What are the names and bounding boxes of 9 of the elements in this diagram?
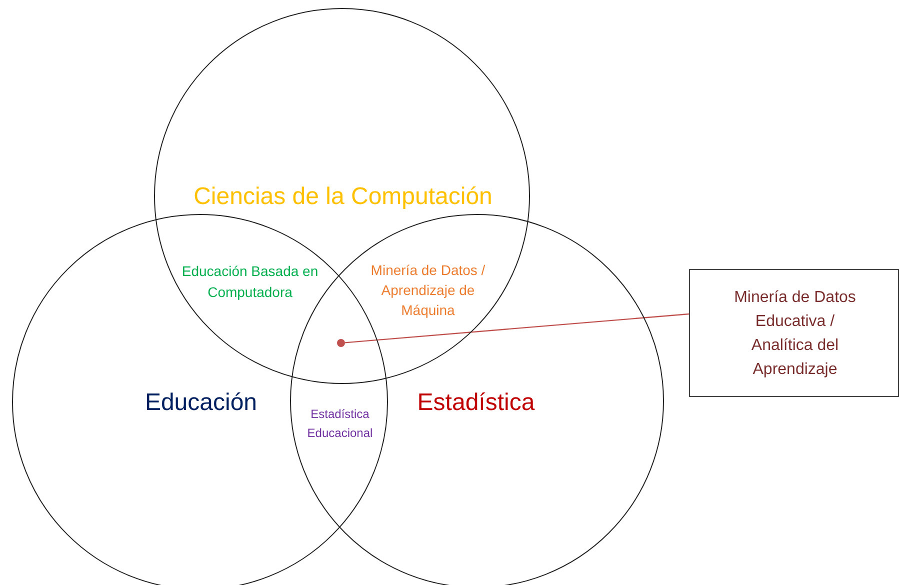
set-label: Estadística xyxy=(416,388,536,418)
leader-line xyxy=(344,313,690,344)
intersection-label: Educación Basada en Computadora xyxy=(180,262,320,302)
callout-text: Minería de Datos Educativa / Analítica del Aprendizaje xyxy=(733,288,857,380)
intersection-label: Minería de Datos / Aprendizaje de Máquina xyxy=(370,261,486,320)
set-label: Ciencias de la Computación xyxy=(192,182,494,212)
set-label: Educación xyxy=(144,388,258,418)
intersection-label: Estadística Educacional xyxy=(306,406,374,442)
callout-box xyxy=(689,269,899,397)
